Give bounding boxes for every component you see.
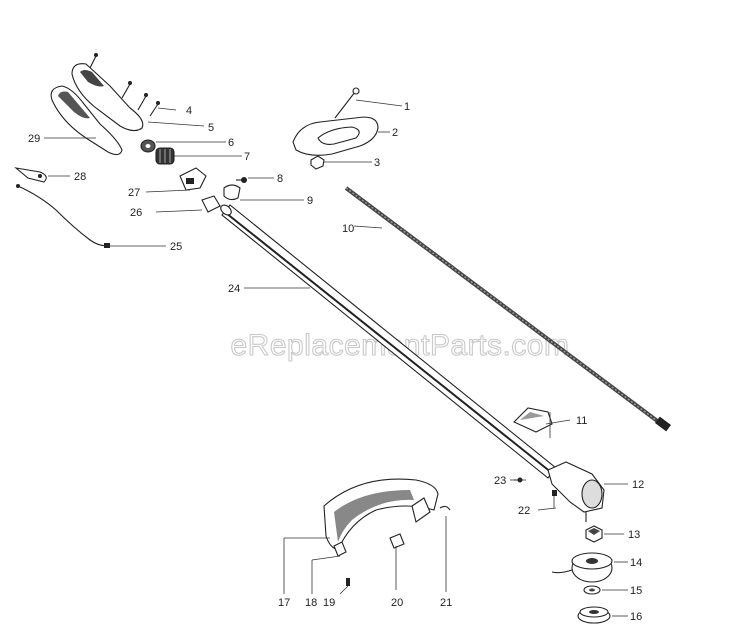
part-24-shaft-tube (220, 204, 557, 479)
part-4-5-handle-half (71, 53, 160, 132)
part-9-clamp (223, 184, 241, 201)
part-27-trigger (179, 167, 207, 191)
part-29-handle-half (50, 85, 123, 156)
callout-26: 26 (130, 207, 142, 219)
callout-2: 2 (392, 127, 398, 139)
callout-16: 16 (630, 611, 642, 623)
part-25-throttle-cable (16, 184, 110, 248)
callout-27: 27 (128, 187, 140, 199)
callout-28: 28 (74, 171, 86, 183)
callout-12: 12 (632, 479, 644, 491)
callout-5: 5 (208, 122, 214, 134)
callout-21: 21 (440, 597, 452, 609)
part-22-screw (552, 490, 557, 496)
part-20-bracket (389, 533, 405, 549)
callout-14: 14 (630, 557, 642, 569)
callout-29: 29 (28, 133, 40, 145)
callout-8: 8 (277, 173, 283, 185)
callout-23: 23 (494, 475, 506, 487)
callout-20: 20 (391, 597, 403, 609)
part-16-bump-knob (577, 606, 611, 624)
part-1-pin (334, 87, 360, 119)
part-7-spring (155, 147, 175, 165)
callout-25: 25 (170, 241, 182, 253)
callout-17: 17 (278, 597, 290, 609)
part-10-drive-cable (344, 186, 671, 432)
part-14-trimmer-head (551, 552, 613, 583)
part-17-guard (323, 478, 439, 551)
part-2-loop-bracket (292, 116, 379, 156)
callout-10: 10 (342, 223, 354, 235)
part-8-screw (236, 177, 247, 183)
callout-3: 3 (374, 157, 380, 169)
callout-19: 19 (323, 597, 335, 609)
callout-6: 6 (228, 137, 234, 149)
callout-1: 1 (404, 101, 410, 113)
part-26-coupling (201, 195, 221, 213)
part-6-washer (140, 139, 156, 153)
callout-11: 11 (576, 415, 587, 427)
callout-24: 24 (228, 283, 240, 295)
part-11-bracket (513, 407, 553, 433)
part-15-washer (583, 585, 601, 595)
callout-4: 4 (186, 105, 192, 117)
callout-7: 7 (244, 151, 250, 163)
part-3-nut (310, 155, 325, 170)
callout-9: 9 (307, 195, 313, 207)
callout-18: 18 (305, 597, 317, 609)
part-18-clip (333, 541, 347, 557)
callout-13: 13 (628, 529, 640, 541)
callout-15: 15 (630, 585, 642, 597)
callouts: 1 2 3 4 5 6 7 8 9 10 11 12 13 14 15 16 1… (28, 101, 644, 623)
leader-lines (44, 99, 628, 617)
part-19-screw (346, 578, 350, 586)
part-28-clip (14, 167, 47, 183)
part-12-gear-head (547, 461, 605, 522)
part-21-clip (439, 505, 451, 511)
callout-22: 22 (518, 505, 530, 517)
part-13-nut (585, 525, 603, 543)
